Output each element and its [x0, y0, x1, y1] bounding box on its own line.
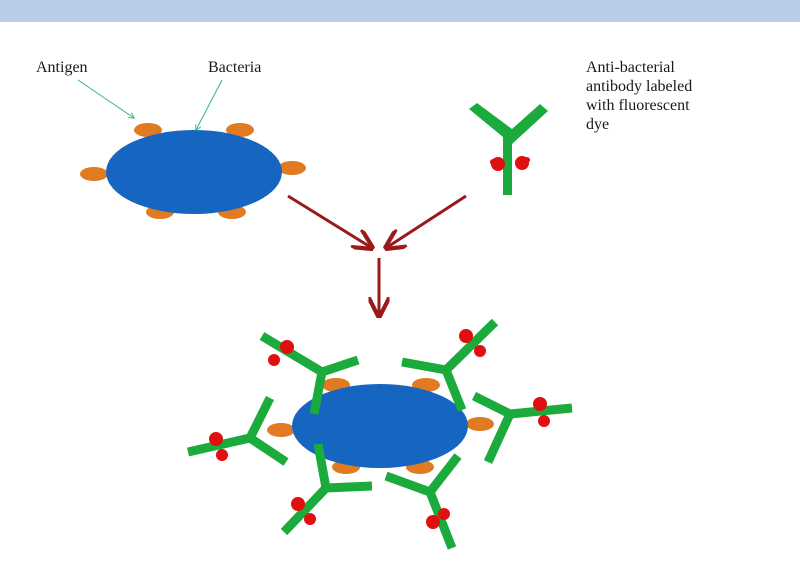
antigen-pointer [77, 79, 134, 118]
bound-antibody [280, 443, 373, 536]
free-antibody [469, 103, 548, 195]
bound-antibody [187, 395, 289, 466]
bacteria-label: Bacteria [208, 59, 262, 76]
antigen [466, 417, 494, 431]
antigen [226, 123, 254, 137]
top-band [0, 0, 800, 22]
bound-antibody [471, 391, 573, 464]
antigen [80, 167, 108, 181]
bound-antibody [259, 332, 360, 415]
antigen-label: Antigen [36, 59, 88, 76]
antigen [267, 423, 295, 437]
bound-antibody [401, 318, 499, 412]
bacteria-cell [106, 130, 282, 214]
bound-antibody [384, 453, 462, 550]
fluorescent-dye-icon [490, 156, 530, 171]
arrow-from-antibody [386, 194, 467, 248]
antigen [278, 161, 306, 175]
antibody-shape [469, 103, 512, 195]
antibody-label: Anti-bacterial antibody labeled with flu… [586, 59, 693, 133]
antigen [134, 123, 162, 137]
bacteria-pointer [196, 79, 223, 130]
bound-bacterium [187, 318, 573, 550]
free-bacterium [80, 123, 306, 219]
bacteria-cell [292, 384, 468, 468]
arrow-from-bacteria [287, 194, 372, 248]
